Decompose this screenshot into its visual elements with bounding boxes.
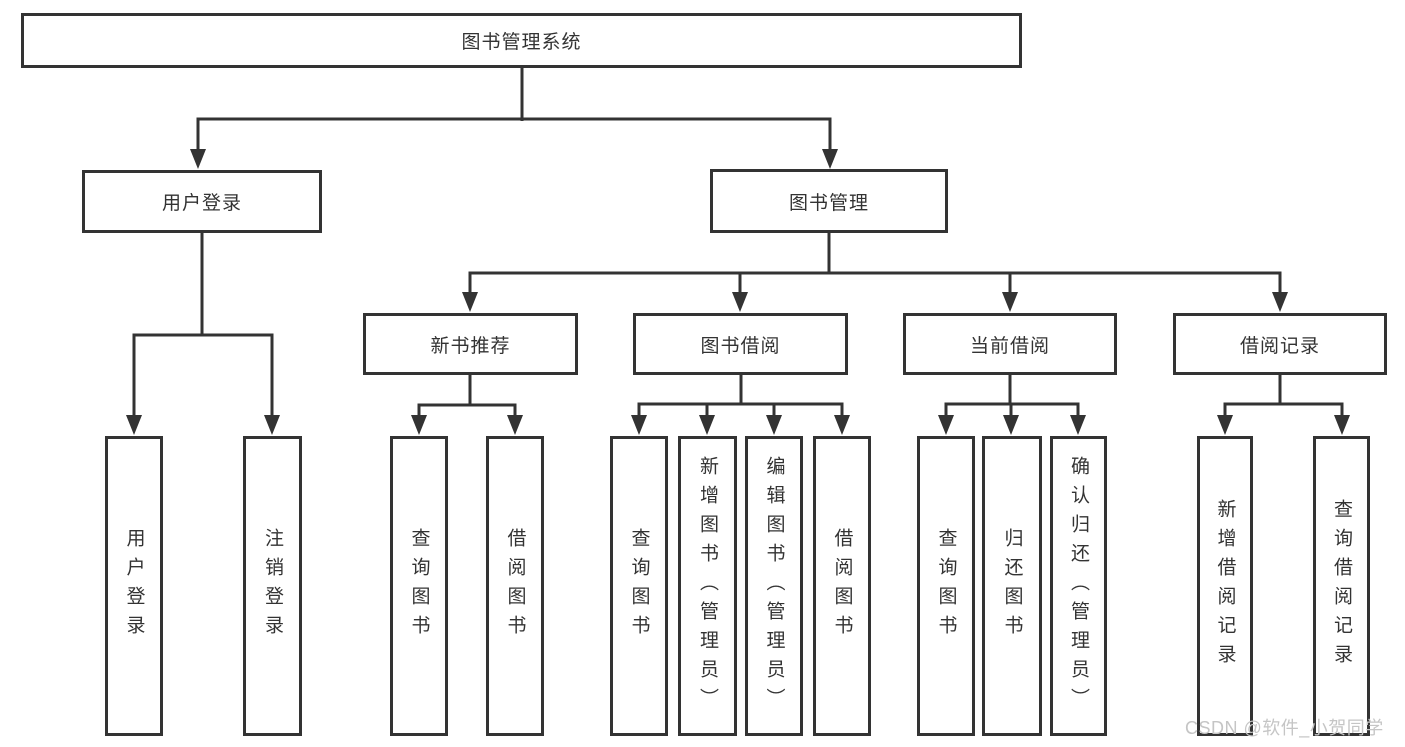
node-leaf-query-book-recommend-label: 查询图书 — [408, 528, 430, 644]
node-root-label: 图书管理系统 — [461, 32, 582, 53]
csdn-watermark: CSDN @软件_小贺同学 — [1185, 718, 1384, 738]
node-user-login: 用户登录 — [82, 170, 322, 233]
node-leaf-query-book-current: 查询图书 — [917, 436, 975, 736]
node-book-borrow: 图书借阅 — [633, 313, 848, 375]
node-leaf-borrow-book-borrow-label: 借阅图书 — [831, 528, 853, 644]
node-leaf-query-book-recommend: 查询图书 — [390, 436, 448, 736]
node-leaf-logout-login-label: 注销登录 — [262, 528, 283, 644]
node-borrow-records-label: 借阅记录 — [1239, 335, 1320, 357]
node-leaf-borrow-book-recommend: 借阅图书 — [486, 436, 544, 736]
node-book-management: 图书管理 — [710, 169, 948, 233]
node-leaf-add-borrow-record: 新增借阅记录 — [1197, 436, 1253, 736]
node-leaf-confirm-return-admin-label: 确认归还（管理员） — [1068, 455, 1089, 717]
node-leaf-query-borrow-record-label: 查询借阅记录 — [1331, 499, 1352, 673]
node-leaf-add-book-admin: 新增图书（管理员） — [678, 436, 737, 736]
node-current-borrow-label: 当前借阅 — [969, 335, 1050, 357]
node-new-book-recommend: 新书推荐 — [363, 313, 578, 375]
node-book-management-label: 图书管理 — [788, 192, 869, 214]
node-leaf-edit-book-admin-label: 编辑图书（管理员） — [763, 455, 785, 717]
node-leaf-add-borrow-record-label: 新增借阅记录 — [1214, 499, 1236, 673]
node-leaf-logout-login: 注销登录 — [243, 436, 302, 736]
node-leaf-borrow-book-recommend-label: 借阅图书 — [504, 528, 526, 644]
node-new-book-recommend-label: 新书推荐 — [430, 335, 511, 357]
node-leaf-add-book-admin-label: 新增图书（管理员） — [697, 455, 718, 717]
node-borrow-records: 借阅记录 — [1173, 313, 1387, 375]
node-leaf-confirm-return-admin: 确认归还（管理员） — [1050, 436, 1107, 736]
node-leaf-query-book-current-label: 查询图书 — [935, 528, 957, 644]
node-leaf-edit-book-admin: 编辑图书（管理员） — [745, 436, 803, 736]
node-leaf-return-book-label: 归还图书 — [1001, 528, 1023, 644]
node-leaf-query-borrow-record: 查询借阅记录 — [1313, 436, 1370, 736]
node-leaf-query-book-borrow-label: 查询图书 — [628, 528, 650, 644]
node-user-login-label: 用户登录 — [161, 193, 242, 214]
node-leaf-user-login: 用户登录 — [105, 436, 163, 736]
node-leaf-query-book-borrow: 查询图书 — [610, 436, 668, 736]
node-leaf-return-book: 归还图书 — [982, 436, 1042, 736]
node-book-borrow-label: 图书借阅 — [700, 335, 781, 357]
node-root: 图书管理系统 — [21, 13, 1022, 68]
node-leaf-borrow-book-borrow: 借阅图书 — [813, 436, 871, 736]
node-current-borrow: 当前借阅 — [903, 313, 1117, 375]
node-leaf-user-login-label: 用户登录 — [123, 528, 145, 644]
